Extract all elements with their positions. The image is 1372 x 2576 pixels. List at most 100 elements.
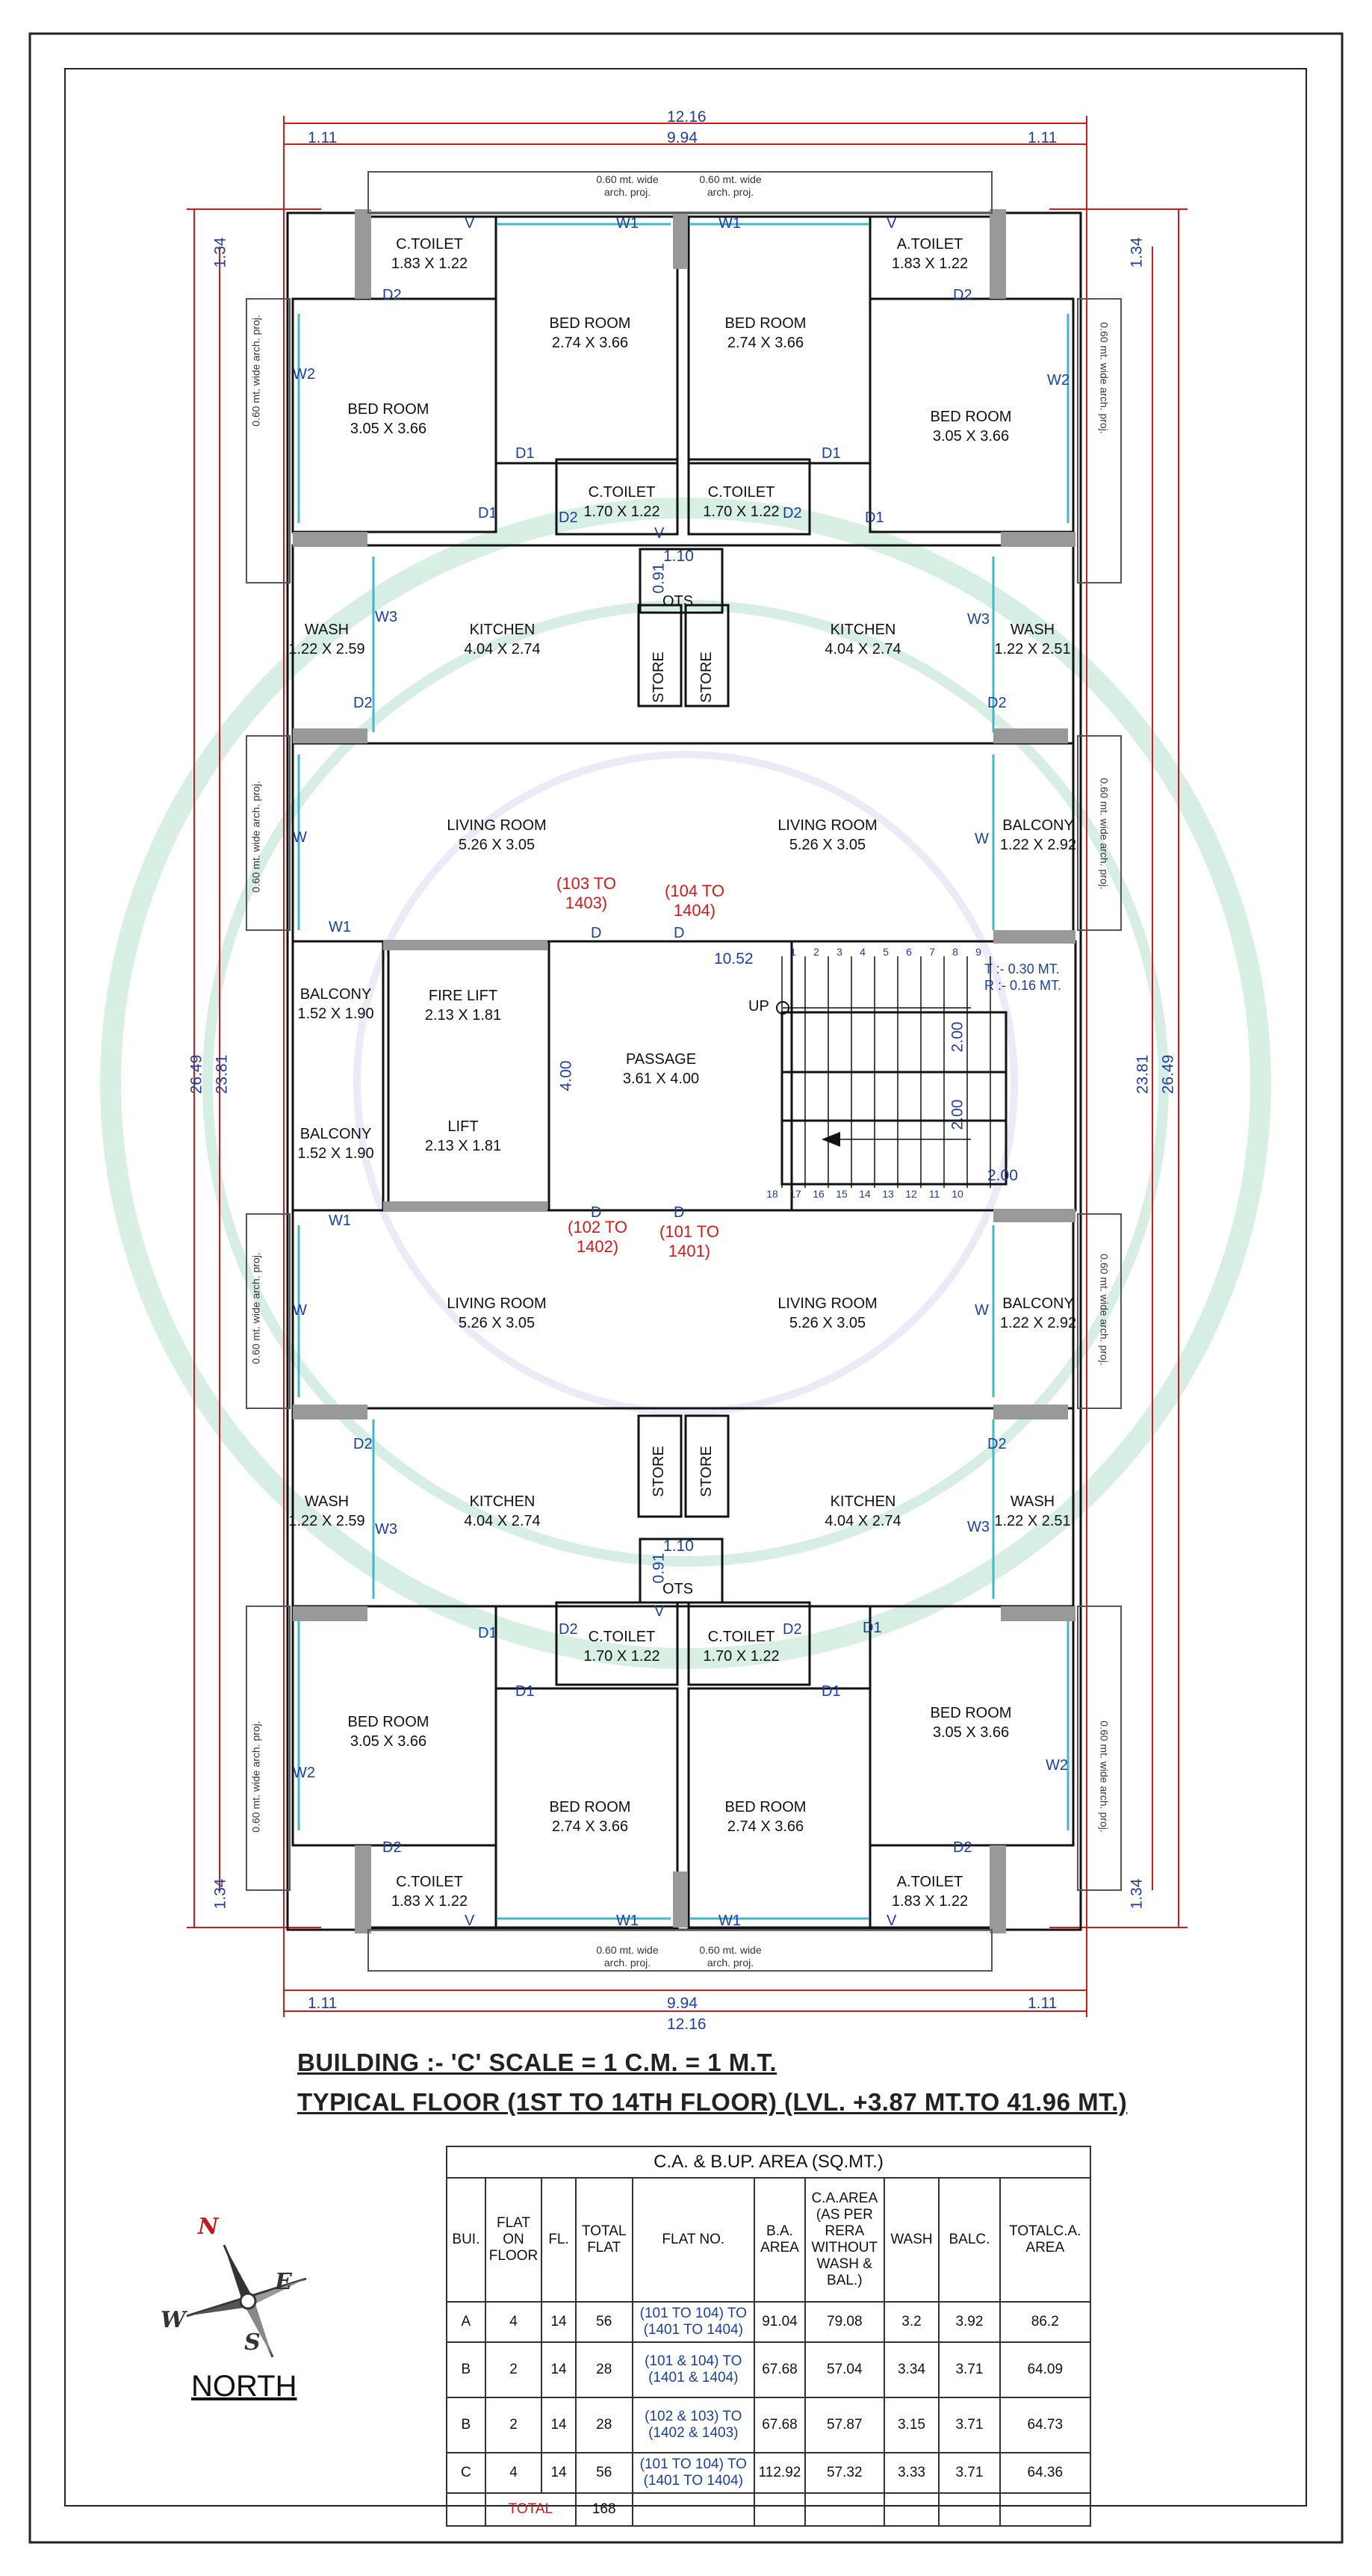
arch-proj-note-left-4: 0.60 mt. wide arch. proj. xyxy=(249,1721,262,1833)
store-top-left: STORE xyxy=(650,651,667,703)
table-cell: 86.2 xyxy=(999,2301,1092,2343)
table-row: A 4 14 56 (101 TO 104) TO (1401 TO 1404)… xyxy=(446,2301,1092,2343)
ots-top: OTS xyxy=(662,593,694,610)
opening-w2: W2 xyxy=(1047,372,1070,388)
opening-w3: W3 xyxy=(375,1521,397,1538)
dim-passage-height: 4.00 xyxy=(557,1060,575,1092)
table-header: BALC. xyxy=(938,2177,1001,2303)
arch-proj-note-left-2: 0.60 mt. wide arch. proj. xyxy=(249,781,262,893)
dim-stair-a: 2.00 xyxy=(949,1021,966,1053)
arch-proj-note-top-left: 0.60 mt. wide arch. proj. xyxy=(596,173,659,198)
opening-w: W xyxy=(293,829,307,846)
dim-passage-width: 10.52 xyxy=(714,950,754,967)
opening-d2: D2 xyxy=(953,287,972,303)
arch-proj-note-right-1: 0.60 mt. wide arch. proj. xyxy=(1098,322,1111,434)
table-cell: C xyxy=(446,2452,486,2494)
dim-side-offset-bl: 1.11 xyxy=(308,1995,338,2012)
dim-overall-height-right: 26.49 xyxy=(1159,1054,1177,1095)
store-bottom-left: STORE xyxy=(650,1446,667,1497)
arch-proj-note-right-3: 0.60 mt. wide arch. proj. xyxy=(1098,1254,1111,1366)
stair-step: 5 xyxy=(883,946,889,958)
opening-w3: W3 xyxy=(967,611,990,628)
stair-step: 4 xyxy=(860,946,866,958)
opening-d2: D2 xyxy=(783,505,802,521)
table-cell: 4 xyxy=(484,2301,543,2343)
table-cell xyxy=(631,2492,756,2527)
compass-east-letter: E xyxy=(275,2269,292,2295)
table-cell: 67.68 xyxy=(754,2341,806,2398)
stair-step: 1 xyxy=(790,946,796,958)
table-header: BUI. xyxy=(446,2177,486,2303)
table-cell: 28 xyxy=(574,2397,633,2453)
stair-step: 6 xyxy=(906,946,912,958)
watermark-seal xyxy=(100,498,1271,1669)
opening-d2: D2 xyxy=(382,1839,402,1856)
opening-d1: D1 xyxy=(865,510,884,526)
table-cell: 91.04 xyxy=(754,2301,806,2343)
stair-up-label: UP xyxy=(748,998,769,1015)
table-cell: B xyxy=(446,2341,486,2398)
stair-step: 14 xyxy=(859,1188,871,1200)
opening-d2: D2 xyxy=(559,510,578,526)
table-cell: 64.09 xyxy=(999,2341,1092,2398)
table-caption: C.A. & B.UP. AREA (SQ.MT.) xyxy=(446,2146,1091,2179)
opening-d: D xyxy=(591,925,602,941)
table-header: B.A. AREA xyxy=(754,2177,806,2303)
table-cell: 56 xyxy=(574,2452,633,2494)
dim-overall-width-bottom: 12.16 xyxy=(667,2016,707,2033)
table-cell: 3.92 xyxy=(938,2301,1001,2343)
table-cell: 67.68 xyxy=(754,2397,806,2453)
dim-end-offset-tl: 1.34 xyxy=(211,237,229,268)
stair-step: 9 xyxy=(975,946,981,958)
opening-v: V xyxy=(887,215,897,232)
compass-west-letter: W xyxy=(161,2307,186,2333)
opening-w2: W2 xyxy=(1046,1757,1068,1774)
arch-proj-note-bottom-left: 0.60 mt. wide arch. proj. xyxy=(596,1944,659,1969)
table-cell: 57.04 xyxy=(804,2341,885,2398)
opening-w1: W1 xyxy=(616,215,639,232)
dim-inner-width-bottom: 9.94 xyxy=(667,1995,698,2012)
stair-arrow-icon xyxy=(822,1132,840,1147)
opening-d1: D1 xyxy=(478,1625,497,1641)
opening-d2: D2 xyxy=(987,1436,1007,1452)
dim-inner-width-top: 9.94 xyxy=(667,129,698,146)
stair-step: 10 xyxy=(952,1188,963,1200)
opening-w2: W2 xyxy=(293,1765,315,1781)
table-cell: 14 xyxy=(541,2452,577,2494)
dim-ots-height-top: 0.91 xyxy=(650,563,668,594)
table-cell: 3.71 xyxy=(938,2397,1001,2453)
opening-v: V xyxy=(465,1913,475,1929)
opening-d2: D2 xyxy=(353,1436,373,1452)
table-cell: 56 xyxy=(574,2301,633,2343)
table-row: B 2 14 28 (101 & 104) TO (1401 & 1404) 6… xyxy=(446,2341,1092,2398)
table-header: FLAT ON FLOOR xyxy=(484,2177,543,2303)
arch-proj-note-right-4: 0.60 mt. wide arch. proj. xyxy=(1098,1721,1111,1833)
table-cell: 3.15 xyxy=(883,2397,940,2453)
table-cell xyxy=(446,2492,486,2527)
opening-d2: D2 xyxy=(382,287,402,303)
opening-d1: D1 xyxy=(863,1620,882,1636)
drawing-title-floor: TYPICAL FLOOR (1ST TO 14TH FLOOR) (LVL. … xyxy=(297,2088,1128,2116)
table-cell: 28 xyxy=(574,2341,633,2398)
table-cell-flat-no: (101 TO 104) TO (1401 TO 1404) xyxy=(631,2452,756,2494)
table-cell: 2 xyxy=(484,2341,543,2398)
arch-proj-note-left-1: 0.60 mt. wide arch. proj. xyxy=(249,315,262,427)
